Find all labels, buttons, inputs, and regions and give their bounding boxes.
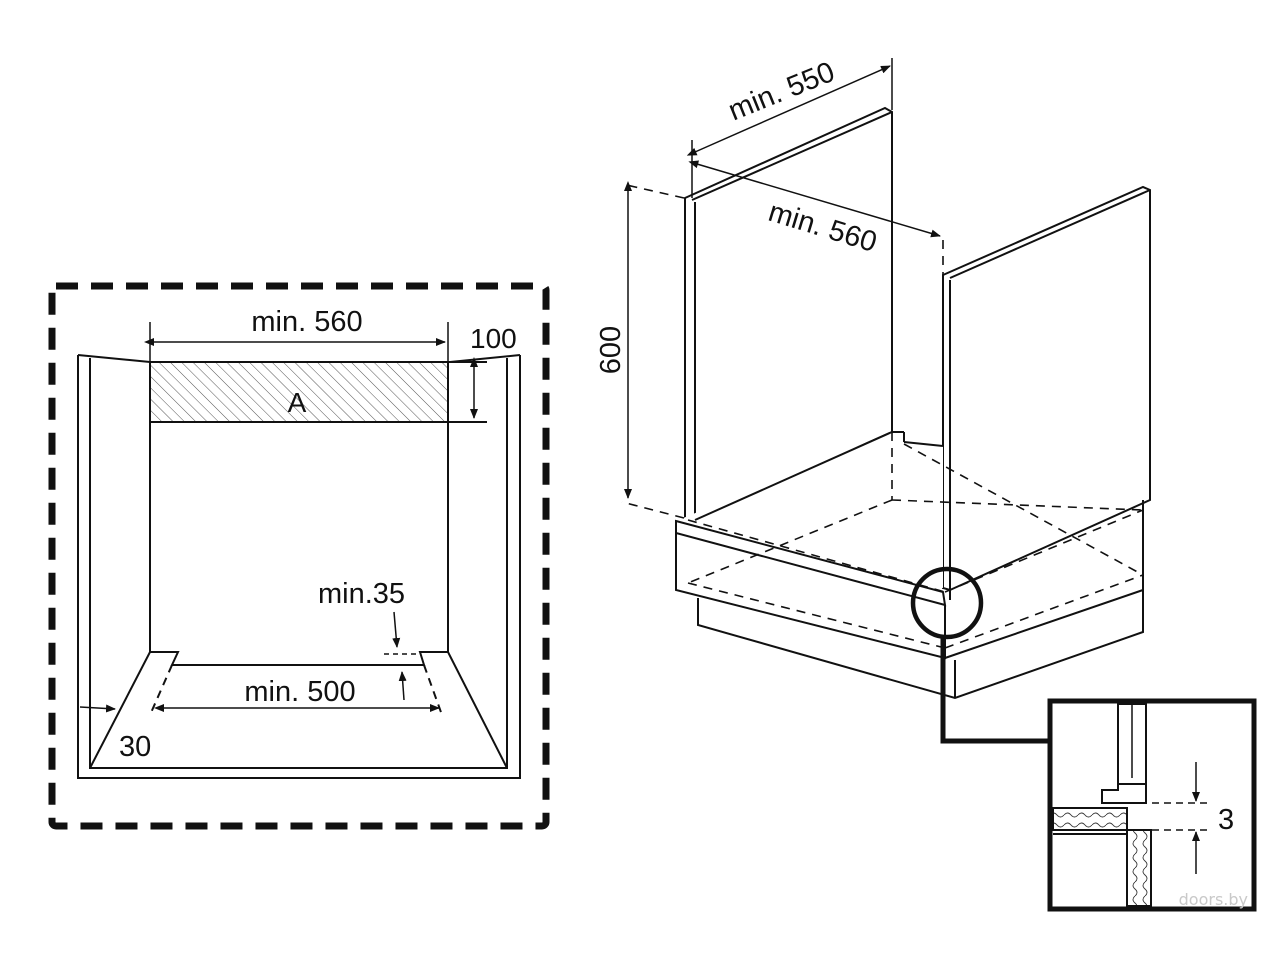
depth-dimension-label: 100 — [470, 323, 517, 354]
isometric-view: min. 550 min. 560 600 — [595, 56, 1151, 744]
right-panel-edge — [949, 189, 1151, 279]
shelf-back-edge-d — [903, 441, 944, 447]
detail-lower-board — [1126, 829, 1152, 907]
plinth-cutout — [89, 651, 508, 769]
detail-inset: 3 doors.by — [1047, 698, 1257, 912]
cabinet-top-right — [449, 354, 521, 363]
width-dimension-label: min. 560 — [251, 306, 362, 338]
top-depth-label: min. 550 — [724, 56, 839, 127]
cabinet-plinth-lower — [697, 590, 1144, 700]
right-side-panel — [942, 185, 1151, 592]
cabinet-outline — [77, 355, 521, 779]
cabinet-top-left — [77, 354, 151, 363]
installation-niche-outline — [48, 282, 550, 830]
hidden-lines — [621, 183, 1144, 649]
top-depth-dimension-line — [686, 65, 891, 156]
front-view: A min. 560 100 min.35 min. 500 30 — [48, 282, 550, 830]
vent-gap-arrow-up — [398, 671, 407, 701]
vent-gap-arrow-down — [392, 611, 401, 648]
detail-gap-label: 3 — [1218, 804, 1234, 836]
detail-panel-foot — [1101, 784, 1147, 804]
ventilation-zone-a — [149, 361, 449, 423]
cabinet-inner-walls — [89, 358, 508, 769]
side-dimension-arrow — [79, 704, 116, 713]
inner-width-dimension-line — [688, 160, 941, 238]
zone-a-label: A — [288, 387, 307, 418]
detail-shelf-board — [1052, 807, 1128, 831]
plinth-dash-left — [149, 664, 173, 716]
shelf-back-edge-a — [694, 431, 893, 521]
detail-callout-circle — [910, 566, 984, 640]
height-label: 600 — [595, 326, 627, 374]
cabinet-base-front — [675, 533, 946, 660]
side-dimension-label: 30 — [119, 731, 151, 763]
watermark: doors.by — [1179, 890, 1248, 909]
detail-leader-line — [940, 637, 1052, 744]
bottom-width-label: min. 500 — [244, 676, 355, 708]
vent-gap-label: min.35 — [318, 578, 405, 610]
